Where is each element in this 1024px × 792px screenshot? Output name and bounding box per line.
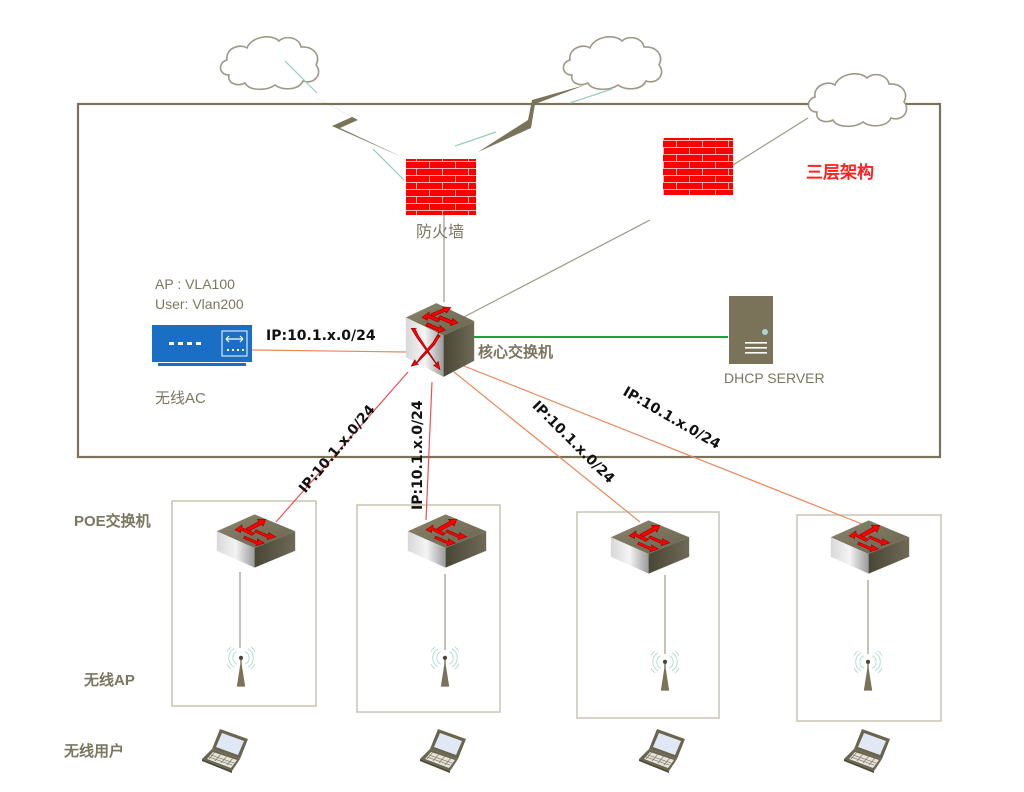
dhcp-server-label: DHCP SERVER [724, 370, 825, 386]
laptop-icon [201, 728, 249, 774]
access-group-2-frame [356, 504, 501, 713]
uplink-group-4 [463, 365, 863, 525]
access-group-1-frame [171, 500, 317, 707]
uplink-group-2 [425, 381, 433, 521]
laptop-icon [843, 728, 891, 774]
core-layer-frame [76, 102, 942, 459]
wireless-ap-icon [227, 646, 255, 688]
cloud-icon [562, 35, 663, 91]
wireless-ap-icon [854, 650, 882, 692]
firewall-icon [663, 138, 733, 195]
wireless-ac-label: 无线AC [155, 390, 206, 407]
uplink-group-3 [453, 371, 641, 523]
row-label-poe-switch: POE交换机 [74, 513, 151, 530]
link-firewall2-cloud [732, 117, 809, 166]
access-group-3 [610, 520, 690, 774]
uplink-2-ip-label: IP:10.1.x.0/24 [410, 400, 426, 510]
core-switch-icon [405, 302, 475, 378]
laptop-icon [419, 728, 467, 774]
wan-link-lines [284, 60, 613, 181]
lightning-bolt-icon [478, 85, 585, 152]
ac-vlan-ap: AP : VLA100 [155, 276, 235, 292]
core-switch-label: 核心交换机 [478, 343, 554, 361]
link-core-ac [251, 349, 407, 353]
firewall-icon [406, 159, 476, 215]
row-label-wireless-user: 无线用户 [64, 743, 125, 760]
dhcp-server-icon [729, 296, 773, 364]
laptop-icon [638, 728, 686, 774]
uplink-group-1 [275, 371, 409, 523]
access-group-4 [830, 520, 910, 774]
access-group-2 [407, 514, 487, 774]
ac-vlan-user: User: Vlan200 [155, 296, 244, 312]
access-group-1 [201, 514, 296, 774]
cloud-icon [807, 72, 908, 128]
poe-switch-icon [830, 520, 910, 574]
lightning-bolt-icon [294, 86, 402, 157]
row-label-wireless-ap: 无线AP [84, 672, 135, 689]
link-firewall2-core [461, 219, 651, 319]
poe-switch-icon [216, 514, 296, 568]
wireless-ac-icon [152, 325, 252, 366]
access-group-3-frame [576, 511, 720, 719]
wireless-ap-icon [431, 646, 459, 688]
poe-switch-icon [407, 514, 487, 568]
firewall-label: 防火墙 [416, 222, 465, 241]
poe-switch-icon [610, 520, 690, 574]
wireless-ap-icon [651, 650, 679, 692]
diagram-title: 三层架构 [806, 163, 874, 183]
ac-link-ip-label: IP:10.1.x.0/24 [266, 328, 376, 344]
access-group-4-frame [796, 514, 942, 722]
cloud-icon [219, 35, 320, 91]
